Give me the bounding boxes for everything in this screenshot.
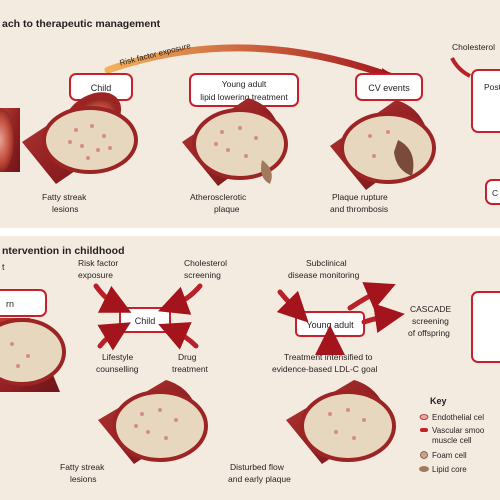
subclinical-label-1: Subclinical bbox=[306, 258, 347, 268]
c-box-label: C bbox=[492, 188, 498, 198]
vessel-bottom-child bbox=[98, 380, 208, 464]
cascade-label-1: CASCADE bbox=[410, 304, 451, 314]
young-adult-box-line2: lipid lowering treatment bbox=[200, 92, 288, 102]
lipid-core-icon bbox=[419, 466, 429, 472]
treatment-intensified-label-2: evidence-based LDL-C goal bbox=[272, 364, 377, 374]
child-box-bottom bbox=[119, 307, 171, 333]
panel-divider bbox=[0, 228, 500, 236]
vessel-young-adult bbox=[182, 98, 288, 186]
cholesterol-screening-label-2: screening bbox=[184, 270, 221, 280]
key-lipid-core: Lipid core bbox=[432, 465, 467, 474]
caption-plaque-rupture-1: Plaque rupture bbox=[332, 192, 388, 202]
cholesterol-label: Cholesterol bbox=[452, 42, 495, 52]
cholesterol-arrow bbox=[450, 57, 471, 78]
right-fragment-box bbox=[471, 291, 500, 363]
caption-atherosclerotic-2: plaque bbox=[214, 204, 240, 214]
foam-cell-icon bbox=[420, 451, 428, 459]
fragment-t: t bbox=[2, 262, 5, 272]
caption-atherosclerotic-1: Atherosclerotic bbox=[190, 192, 247, 202]
drug-label-1: Drug bbox=[178, 352, 197, 362]
caption-fatty-streak-2: lesions bbox=[52, 204, 78, 214]
bottom-caption-fatty-2: lesions bbox=[70, 474, 96, 484]
risk-factor-label-2: exposure bbox=[78, 270, 113, 280]
risk-exposure-arrow bbox=[104, 44, 399, 82]
young-adult-box-line1: Young adult bbox=[222, 79, 267, 89]
drug-label-2: treatment bbox=[172, 364, 209, 374]
key-vascular-2: muscle cell bbox=[432, 436, 472, 445]
smooth-muscle-cell-icon bbox=[420, 428, 428, 432]
vessel-top-left bbox=[0, 108, 20, 172]
cascade-label-2: screening bbox=[412, 316, 449, 326]
caption-fatty-streak-1: Fatty streak bbox=[42, 192, 87, 202]
caption-plaque-rupture-2: and thrombosis bbox=[330, 204, 388, 214]
key-foam-cell: Foam cell bbox=[432, 451, 467, 460]
key-vascular-1: Vascular smoo bbox=[432, 426, 485, 435]
vessel-child bbox=[22, 92, 138, 184]
child-box-bottom-label: Child bbox=[135, 316, 156, 326]
top-panel-title: ach to therapeutic management bbox=[2, 18, 161, 30]
bottom-panel-bg bbox=[0, 236, 500, 500]
vessel-bottom-young-adult bbox=[286, 380, 396, 464]
key-legend: Key Endothelial cel Vascular smoo muscle… bbox=[419, 396, 485, 474]
subclinical-label-2: disease monitoring bbox=[288, 270, 360, 280]
risk-factor-label-1: Risk factor bbox=[78, 258, 118, 268]
bottom-panel-title: ntervention in childhood bbox=[2, 245, 125, 257]
young-adult-arrows bbox=[276, 282, 405, 355]
cholesterol-screening-label-1: Cholesterol bbox=[184, 258, 227, 268]
cv-events-box bbox=[355, 73, 423, 101]
young-adult-box-bottom-label: Young adult bbox=[306, 320, 354, 330]
post-box bbox=[471, 69, 500, 133]
child-arrows bbox=[93, 283, 203, 351]
left-fragment-box bbox=[0, 289, 47, 317]
post-box-label: Post bbox=[484, 82, 500, 92]
child-box-label: Child bbox=[91, 83, 112, 93]
endothelial-cell-icon bbox=[419, 414, 429, 420]
lifestyle-label-1: Lifestyle bbox=[102, 352, 133, 362]
bottom-caption-disturbed-2: and early plaque bbox=[228, 474, 291, 484]
c-box bbox=[485, 179, 500, 205]
bottom-caption-fatty-1: Fatty streak bbox=[60, 462, 105, 472]
cv-events-label: CV events bbox=[368, 83, 410, 93]
key-title: Key bbox=[430, 396, 447, 406]
treatment-intensified-label-1: Treatment intensified to bbox=[284, 352, 373, 362]
vessel-bottom-left bbox=[0, 318, 66, 392]
lifestyle-label-2: counselling bbox=[96, 364, 139, 374]
bottom-caption-disturbed-1: Disturbed flow bbox=[230, 462, 285, 472]
key-endothelial: Endothelial cel bbox=[432, 413, 484, 422]
vessel-cv-events bbox=[330, 100, 436, 190]
cascade-label-3: of offspring bbox=[408, 328, 450, 338]
fragment-rn: rn bbox=[6, 299, 14, 309]
